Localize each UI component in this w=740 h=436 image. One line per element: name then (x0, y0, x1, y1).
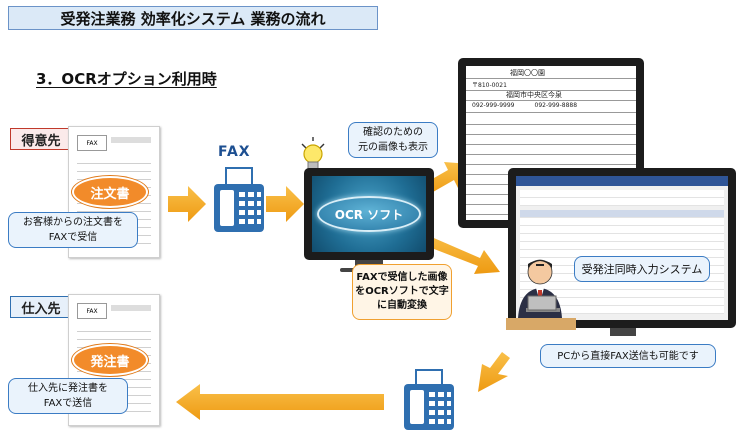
supplier-label: 仕入先 (10, 296, 72, 318)
arrow-to-ocr (266, 186, 304, 222)
supplier-note: 仕入先に発注書を FAXで送信 (8, 378, 128, 414)
order-badge: 注文書 (72, 176, 148, 208)
section-title: 3．OCRオプション利用時 (36, 70, 217, 88)
ocr-software-label: OCR ソフト (317, 196, 421, 232)
arrow-to-supplier (176, 384, 384, 420)
confirm-image-note: 確認のための 元の画像も表示 (348, 122, 438, 158)
pc-fax-note: PCから直接FAX送信も可能です (540, 344, 716, 368)
operator-icon (506, 259, 576, 330)
fax-stamp-icon-2: FAX (77, 303, 107, 319)
fax-label: FAX (218, 144, 251, 160)
ocr-monitor: OCR ソフト (304, 168, 434, 260)
lightbulb-icon (301, 137, 325, 171)
customer-label: 得意先 (10, 128, 72, 150)
page-title: 受発注業務 効率化システム 業務の流れ (8, 6, 378, 30)
arrow-to-system (416, 232, 500, 274)
fax-machine-icon (214, 167, 264, 232)
ocr-description: FAXで受信した画像 をOCRソフトで文字 に自動変換 (352, 264, 452, 320)
system-label: 受発注同時入力システム (574, 256, 710, 282)
fax-machine-icon-2 (404, 369, 454, 430)
arrow-to-fax-bottom (478, 352, 510, 392)
purchase-badge: 発注書 (72, 344, 148, 376)
fax-stamp-icon: FAX (77, 135, 107, 151)
arrow-to-fax (168, 186, 206, 222)
customer-note: お客様からの注文書を FAXで受信 (8, 212, 138, 248)
